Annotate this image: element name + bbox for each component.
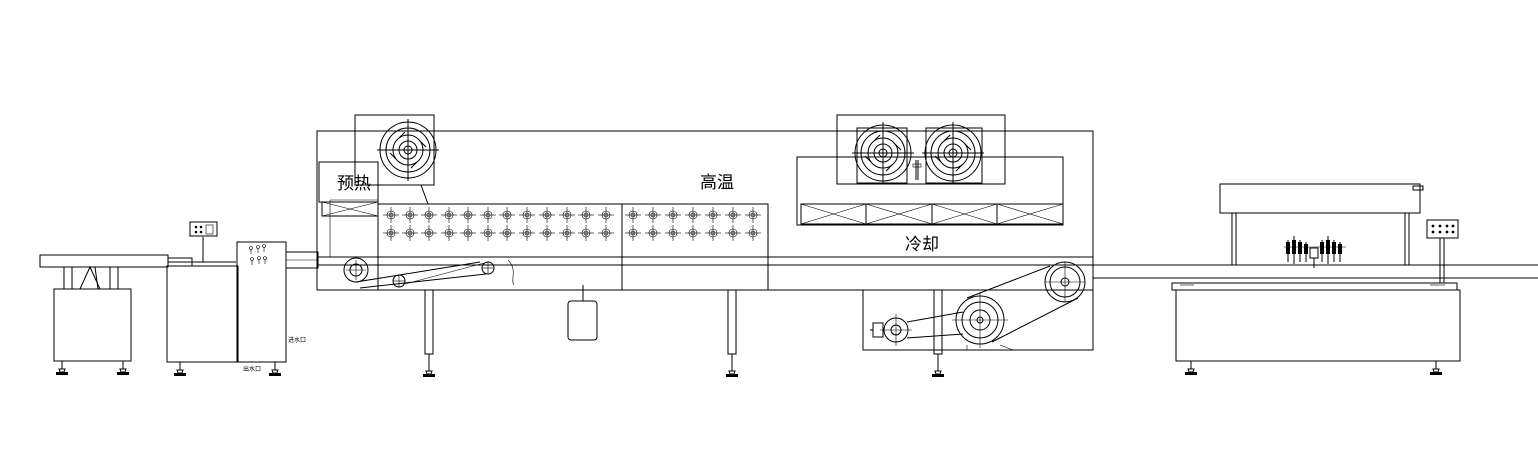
preheat-label: 预热: [337, 174, 371, 194]
cooling-zone: 冷却: [796, 114, 1064, 255]
packing-station: [1171, 183, 1461, 376]
cooling-label: 冷却: [905, 235, 939, 255]
control-cabinet: 进水口 出水口: [166, 221, 319, 377]
drive-housing: [862, 261, 1094, 351]
valve-cluster: [249, 244, 267, 265]
heater-array: [382, 206, 762, 242]
water-outlet-label: 出水口: [243, 365, 261, 373]
water-inlet-label: 进水口: [288, 336, 306, 344]
outlet-belt: [1093, 264, 1538, 279]
control-panel-box: [189, 221, 218, 237]
packing-control-panel: [1426, 219, 1459, 239]
inlet-drive-roller: [343, 257, 515, 289]
preheat-zone: 预热: [318, 114, 440, 217]
hanging-motor: [567, 285, 598, 341]
nozzle-array: [1284, 236, 1346, 268]
high-temp-zone: 高温: [377, 173, 769, 291]
high-temp-label: 高温: [700, 173, 734, 193]
feed-conveyor: [39, 254, 169, 376]
preheat-fan-icon: [376, 118, 440, 182]
oven-legs: [418, 289, 950, 378]
